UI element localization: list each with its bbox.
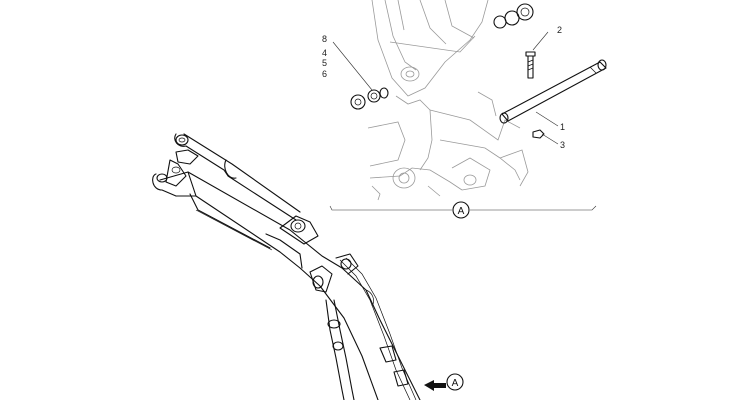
pin-item-1 [499, 59, 607, 124]
callout-4: 4 [322, 48, 327, 58]
detail-bracket: A [329, 201, 597, 219]
washer-stack [350, 87, 389, 110]
callout-2: 2 [557, 25, 562, 35]
leader-lines [332, 31, 559, 145]
view-arrow-a: A [424, 373, 464, 391]
boom-assembly [152, 133, 421, 400]
detail-a-label: A [458, 206, 465, 217]
washers-upper [493, 3, 534, 29]
callout-6: 6 [322, 69, 327, 79]
bolt-item-2 [525, 51, 536, 79]
callout-1: 1 [560, 122, 565, 132]
callout-5: 5 [322, 58, 327, 68]
callout-8: 8 [322, 34, 327, 44]
view-a-label: A [452, 378, 459, 389]
ghost-linkage [367, 0, 529, 201]
nut-item-3 [532, 129, 545, 139]
callout-3: 3 [560, 140, 565, 150]
